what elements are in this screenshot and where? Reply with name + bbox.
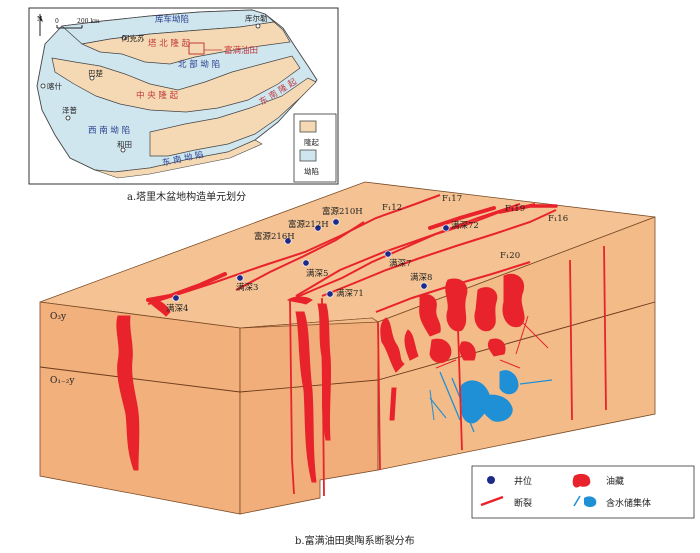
legend-water-line [573, 495, 581, 507]
well-label-7: 满深3 [236, 282, 258, 293]
city-points [40, 23, 261, 153]
fault-label-f16: F₁16 [548, 214, 568, 224]
city-korla: 库尔勒 [245, 13, 268, 23]
legend-oil-label: 油藏 [606, 475, 624, 487]
city-bachu: 巴楚 [88, 68, 103, 78]
legend-water-symbol [584, 496, 597, 507]
unit-zhongyang: 中 央 隆 起 [136, 90, 179, 101]
city-kuche: 库车坳陷 [155, 14, 189, 25]
unit-fuman: 富满油田 [224, 45, 258, 56]
city-zepu: 泽普 [62, 105, 77, 115]
block-front-left [39, 301, 241, 515]
unit-xinan: 西 南 坳 陷 [88, 125, 130, 136]
fault-label-f17: F₁17 [442, 194, 462, 204]
oil-fault-segment-2 [428, 206, 496, 230]
fault-label-f19: F₁19 [505, 204, 525, 214]
block-panel: 富源210H 富源212H 富源216H 满深72 满深7 满深5 满深3 满深… [39, 181, 695, 519]
legend-well-label: 井位 [514, 475, 532, 487]
map-legend-uplift: 隆起 [304, 137, 319, 147]
city-kashi: 喀什 [47, 81, 62, 91]
well-label-4: 满深72 [451, 220, 479, 231]
oil-fault-segment [146, 272, 227, 302]
north-arrow-label: N [37, 16, 42, 23]
unit-beibu: 北 部 坳 陷 [178, 59, 220, 70]
north-arrow [39, 14, 43, 36]
south-edge-uplift [94, 139, 263, 179]
block-caption: b.富满油田奥陶系断裂分布 [295, 536, 415, 547]
fault-lines-face [289, 245, 607, 497]
scale-bar [56, 25, 83, 29]
legend-oil-symbol [572, 473, 591, 488]
well-points [172, 218, 450, 302]
well-label-9: 满深71 [336, 288, 364, 299]
well-label-2: 富源212H [288, 219, 329, 230]
legend-fault-label: 断裂 [514, 497, 532, 509]
map-caption: a.塔里木盆地构造单元划分 [127, 192, 247, 203]
block-right-face [377, 216, 656, 471]
well-label-6: 满深5 [306, 268, 328, 279]
scale-label: 200 km [77, 18, 100, 25]
fault-label-f20: F₁20 [500, 251, 520, 261]
well-label-10: 满深8 [410, 272, 432, 283]
legend-well-symbol [487, 476, 495, 484]
well-label-8: 满深4 [166, 303, 188, 314]
well-label-5: 满深7 [389, 258, 411, 269]
fault-label-f12: F₁12 [382, 203, 402, 213]
oil-bodies [116, 273, 549, 483]
central-uplift-region [51, 55, 301, 113]
map-legend [293, 113, 337, 183]
tabei-uplift-region [80, 21, 291, 65]
block-legend [471, 465, 695, 519]
strata-upper: O₃y [50, 312, 67, 322]
map-panel: N 0 200 km 库车坳陷 库尔勒 阿克苏 巴楚 喀什 泽普 和田 塔 北 … [28, 7, 339, 185]
well-label-1: 富源210H [322, 206, 363, 217]
southeast-uplift-region [149, 77, 317, 157]
legend-water-label: 含水储集体 [606, 497, 651, 509]
scale-zero: 0 [55, 18, 59, 25]
water-bodies [429, 370, 553, 433]
well-label-3: 富源216H [254, 231, 295, 242]
strata-lower: O₁₋₂y [50, 376, 75, 386]
fuman-box [188, 42, 205, 55]
city-aksu: 阿克苏 [122, 33, 145, 43]
map-legend-depression: 坳陷 [304, 166, 319, 176]
city-hetian: 和田 [117, 140, 132, 149]
unit-tabei: 塔 北 隆 起 [148, 38, 191, 49]
fault-lines-top [147, 194, 557, 313]
oil-fault-segment-3 [498, 204, 558, 214]
legend-fault-symbol [480, 495, 504, 507]
